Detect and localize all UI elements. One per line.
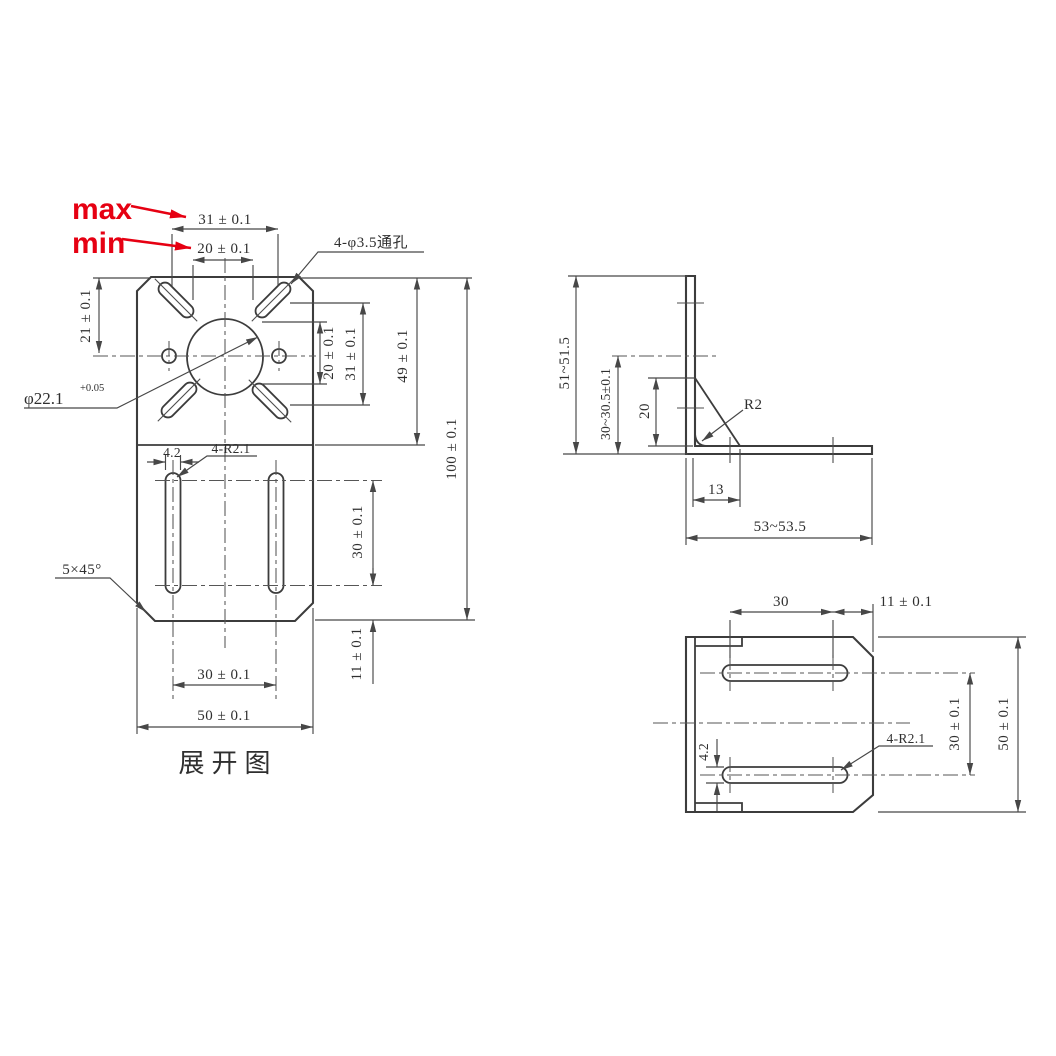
dim-corner-chamfer: 5×45° xyxy=(62,562,101,578)
dim-slot-pitch: 30 ± 0.1 xyxy=(197,667,250,683)
dim-corner-radius: R2 xyxy=(744,397,763,413)
side-slot-ticks xyxy=(677,302,834,463)
red-annotations: max min xyxy=(72,193,192,260)
dim-bore-tol: +0.05 xyxy=(80,383,104,394)
flat-centerlines xyxy=(93,258,382,700)
dim-bottom-plate-width: 50 ± 0.1 xyxy=(996,697,1012,750)
dim-bottom-slot-width: 4.2 xyxy=(696,743,711,761)
bottom-centerlines xyxy=(653,655,975,793)
dim-slot-spacing-max: 31 ± 0.1 xyxy=(198,212,251,228)
dim-top-to-center: 21 ± 0.1 xyxy=(78,289,94,342)
dim-inner-height: 30~30.5±0.1 xyxy=(598,368,613,440)
dim-rib-base: 13 xyxy=(708,482,724,498)
dim-right-inner: 20 ± 0.1 xyxy=(321,326,337,379)
dim-slot-spacing-min: 20 ± 0.1 xyxy=(197,241,250,257)
center-bore xyxy=(186,318,264,396)
dim-rib-height: 20 xyxy=(637,403,653,419)
side-extension-lines xyxy=(563,275,873,545)
flat-view-caption: 展开图 xyxy=(178,749,277,778)
dim-slot-to-edge: 11 ± 0.1 xyxy=(349,628,365,681)
dim-bore-dia: φ22.1 xyxy=(24,389,64,408)
bottom-extension-lines xyxy=(706,604,1026,813)
bottom-view: 30 11 ± 0.1 4.2 4-R2.1 30 ± 0.1 50 ± 0.1 xyxy=(653,594,1026,814)
max-arrow xyxy=(130,204,187,219)
dim-slot-end-radius: 4-R2.1 xyxy=(212,441,251,456)
flat-leaders xyxy=(24,251,424,613)
min-label: min xyxy=(72,227,125,260)
bottom-dimension-lines xyxy=(713,608,1022,812)
dim-top-section-height: 49 ± 0.1 xyxy=(395,329,411,382)
flat-dimension-lines xyxy=(95,225,471,731)
dim-plate-width: 50 ± 0.1 xyxy=(197,708,250,724)
side-rib xyxy=(694,377,741,447)
dim-overall-depth: 53~53.5 xyxy=(754,519,807,535)
side-corner-fillet xyxy=(694,433,708,447)
side-dimension-lines xyxy=(572,276,872,542)
max-label: max xyxy=(72,193,132,226)
dim-through-holes: 4-φ3.5通孔 xyxy=(334,234,408,251)
flat-view: 31 ± 0.1 20 ± 0.1 4-φ3.5通孔 21 ± 0.1 φ22.… xyxy=(24,212,475,778)
diagonal-slots xyxy=(154,278,295,423)
dim-slot-length: 30 ± 0.1 xyxy=(350,505,366,558)
bottom-slots xyxy=(721,664,849,784)
side-outline xyxy=(684,274,874,456)
dim-total-height: 100 ± 0.1 xyxy=(444,418,460,479)
min-arrow xyxy=(121,237,192,251)
bottom-outline xyxy=(684,635,875,814)
dim-bottom-slot-length: 30 xyxy=(773,594,789,610)
side-view: 51~51.5 30~30.5±0.1 20 R2 13 53~53.5 xyxy=(557,274,874,545)
bottom-notches xyxy=(695,637,743,812)
dim-bottom-slot-end-radius: 4-R2.1 xyxy=(887,731,926,746)
dim-bottom-slot-pitch: 30 ± 0.1 xyxy=(947,697,963,750)
dim-right-outer: 31 ± 0.1 xyxy=(343,327,359,380)
dim-overall-height: 51~51.5 xyxy=(557,337,573,390)
flat-plate-outline xyxy=(135,275,315,623)
dim-slot-width: 4.2 xyxy=(163,445,181,460)
dim-bottom-slot-to-edge: 11 ± 0.1 xyxy=(880,594,933,610)
